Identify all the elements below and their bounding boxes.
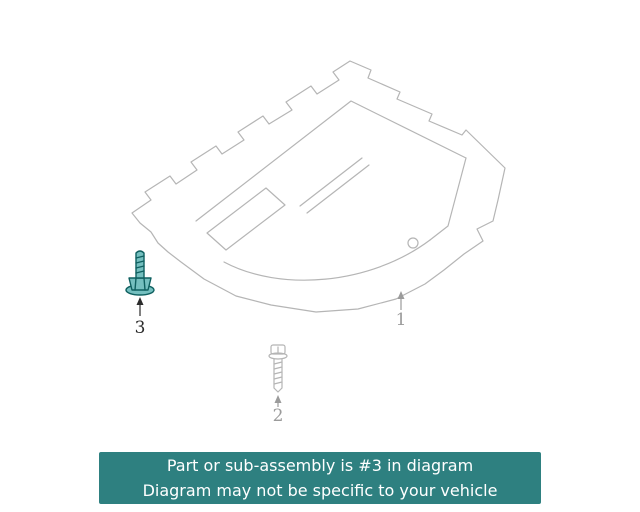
shield-center-slot-line-1: [299, 157, 363, 207]
banner-line-2: Diagram may not be specific to your vehi…: [142, 481, 498, 500]
callout-1: 1: [396, 291, 407, 330]
splash-shield-drawing: [131, 60, 506, 313]
screw-3-hex-facets: [134, 277, 146, 291]
bolt-2-threads: [273, 361, 283, 385]
screw-3-shaft[interactable]: [135, 250, 145, 279]
info-banner: Part or sub-assembly is #3 in diagram Di…: [99, 452, 541, 504]
banner-line-1: Part or sub-assembly is #3 in diagram: [166, 456, 474, 475]
shield-center-slot-line-2: [306, 164, 370, 214]
bolt-2-drawing: [268, 344, 288, 393]
shield-drain-hole: [407, 237, 419, 249]
callout-2-arrowhead: [274, 395, 282, 403]
shield-inner-right-edge: [429, 157, 467, 241]
callout-2-label: 2: [273, 406, 284, 426]
shield-outline: [131, 60, 506, 313]
callout-2: 2: [273, 395, 284, 426]
callout-1-label: 1: [396, 310, 407, 330]
screw-3-hex-head[interactable]: [128, 277, 152, 291]
callout-3[interactable]: 3: [135, 297, 146, 338]
screw-3-threads: [135, 255, 145, 274]
callout-3-label[interactable]: 3: [135, 318, 146, 338]
shield-inner-top-edge: [195, 100, 467, 222]
screw-3-highlighted-drawing[interactable]: [125, 250, 155, 296]
shield-left-panel-outline: [206, 187, 286, 251]
bolt-2-flange: [268, 352, 288, 360]
callout-3-arrowhead: [136, 297, 144, 305]
bolt-2-head: [270, 344, 286, 355]
callout-1-arrowhead: [397, 291, 405, 299]
shield-inner-bottom-edge: [223, 239, 431, 281]
